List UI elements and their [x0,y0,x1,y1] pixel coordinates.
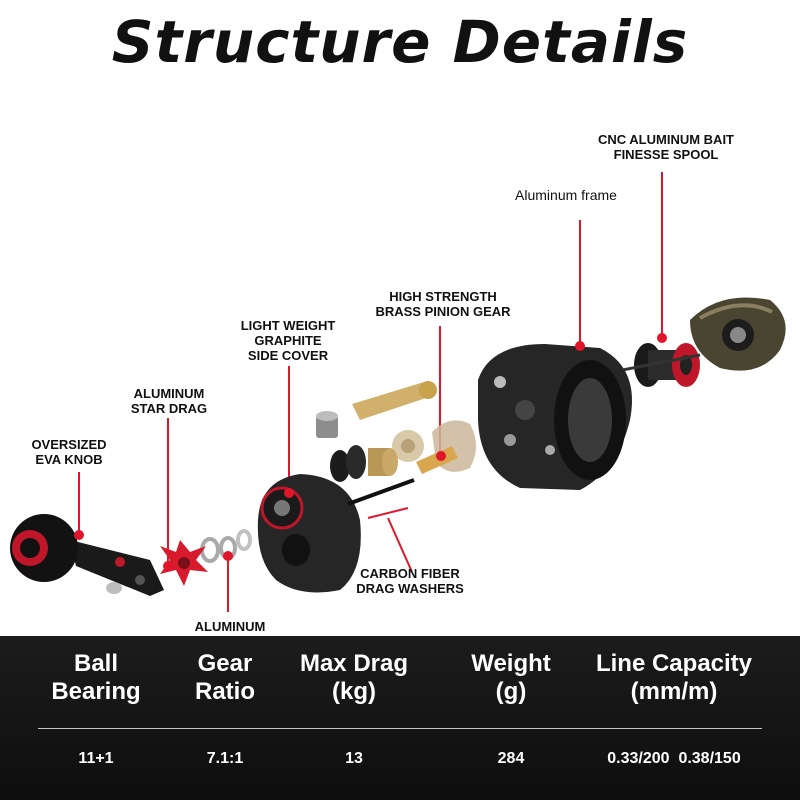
aluminum-callout-dot [223,551,233,561]
graphite-side-cover [257,474,415,593]
star-drag [160,540,208,586]
washers-dimension-line [367,507,409,519]
brass-pinion-shaft [352,381,437,420]
washers-callout-label: CARBON FIBER DRAG WASHERS [356,566,464,596]
spec-header-max-drag: Max Drag (kg) [299,650,409,705]
page-title: Structure Details [111,8,689,76]
washers-leader-line [387,517,413,573]
spec-value-max-drag: 13 [345,750,363,767]
star-drag-callout-label: ALUMINUM STAR DRAG [130,386,208,416]
gear-cluster [392,420,476,474]
handle-arm [70,540,164,596]
spool-callout-dot [657,333,667,343]
spec-header-weight: Weight (g) [471,650,551,705]
bearing-cylinder [316,411,338,438]
eva-knob [10,514,78,582]
spec-header-gear-ratio: Gear Ratio [195,650,255,705]
aluminum-callout-label: ALUMINUM [194,619,266,634]
spec-divider [38,728,762,729]
aluminum-washers [200,529,252,563]
spec-value-ball-bearing: 11+1 [78,750,114,767]
spec-value-line-capacity: 0.33/200 0.38/150 [607,750,741,767]
spec-value-gear-ratio: 7.1:1 [206,750,244,767]
specs-panel: Ball Bearing Gear Ratio Max Drag (kg) We… [0,636,800,800]
spec-value-weight: 284 [497,750,525,767]
exploded-reel-diagram [10,172,786,612]
spool [611,343,701,387]
knob-callout-label: OVERSIZED EVA KNOB [31,437,107,467]
frame-callout-label: Aluminum frame [515,187,617,203]
spool-side-plate [690,297,786,371]
spec-header-line-capacity: Line Capacity (mm/m) [595,650,753,705]
knob-callout-dot [74,530,84,540]
side-cover-callout-label: LIGHT WEIGHT GRAPHITE SIDE COVER [240,318,336,363]
pinion-callout-label: HIGH STRENGTH BRASS PINION GEAR [375,289,511,319]
spool-callout-label: CNC ALUMINUM BAIT FINESSE SPOOL [598,132,734,162]
aluminum-frame [478,341,632,490]
drag-washer-stack [330,445,398,482]
star-drag-callout-dot [163,561,173,571]
spec-header-ball-bearing: Ball Bearing [51,650,141,705]
